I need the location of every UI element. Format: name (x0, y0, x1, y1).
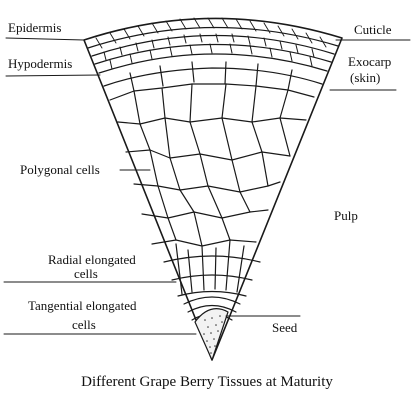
polygonal-cells (110, 84, 314, 246)
label-epidermis: Epidermis (8, 20, 61, 35)
label-tangential-line2: cells (72, 317, 96, 332)
outer-pulp-cells (104, 62, 322, 91)
label-hypodermis: Hypodermis (8, 56, 72, 71)
label-pulp: Pulp (334, 208, 358, 223)
label-cuticle: Cuticle (354, 22, 392, 37)
figure-caption: Different Grape Berry Tissues at Maturit… (0, 374, 414, 391)
label-exocarp-line1: Exocarp (348, 54, 391, 69)
label-tangential-line1: Tangential elongated (28, 298, 136, 313)
leader-hypodermis (6, 75, 100, 76)
epidermal-cells (104, 34, 314, 69)
label-radial-line2: cells (74, 266, 98, 281)
label-seed: Seed (272, 320, 297, 335)
label-polygonal-cells: Polygonal cells (20, 162, 100, 177)
label-radial-line1: Radial elongated (48, 252, 136, 267)
leader-epidermis (6, 38, 84, 40)
radial-elongated-cells (164, 240, 260, 296)
label-exocarp-line2: (skin) (350, 70, 380, 85)
hypodermis-layer-2 (99, 54, 327, 73)
